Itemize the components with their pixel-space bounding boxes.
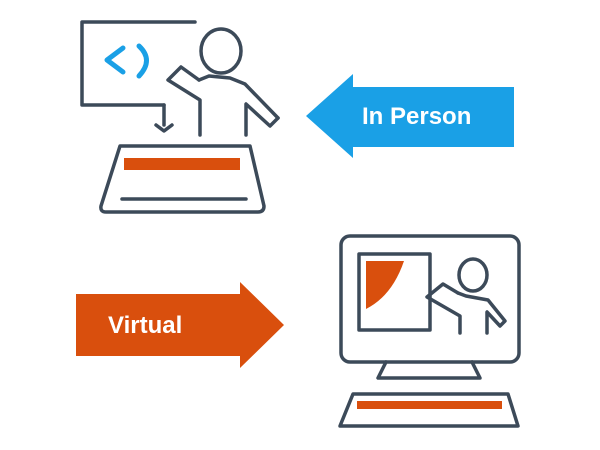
in-person-arrow-shape (306, 74, 514, 158)
in-person-illustration (80, 20, 280, 214)
in-person-arrow: In Person (306, 74, 514, 158)
in-person-label: In Person (362, 103, 471, 130)
presenter-board-icon (80, 20, 197, 133)
virtual-label: Virtual (108, 312, 182, 339)
virtual-arrow: Virtual (76, 282, 284, 368)
desktop-monitor-icon (339, 234, 521, 380)
virtual-illustration (338, 234, 521, 428)
virtual-arrow-shape (76, 282, 284, 368)
podium-laptop-icon (99, 144, 266, 214)
keyboard-icon (338, 392, 520, 428)
presenter-person-icon (166, 27, 280, 137)
code-brackets-icon (104, 43, 149, 79)
screen-presenter-icon (357, 252, 507, 335)
